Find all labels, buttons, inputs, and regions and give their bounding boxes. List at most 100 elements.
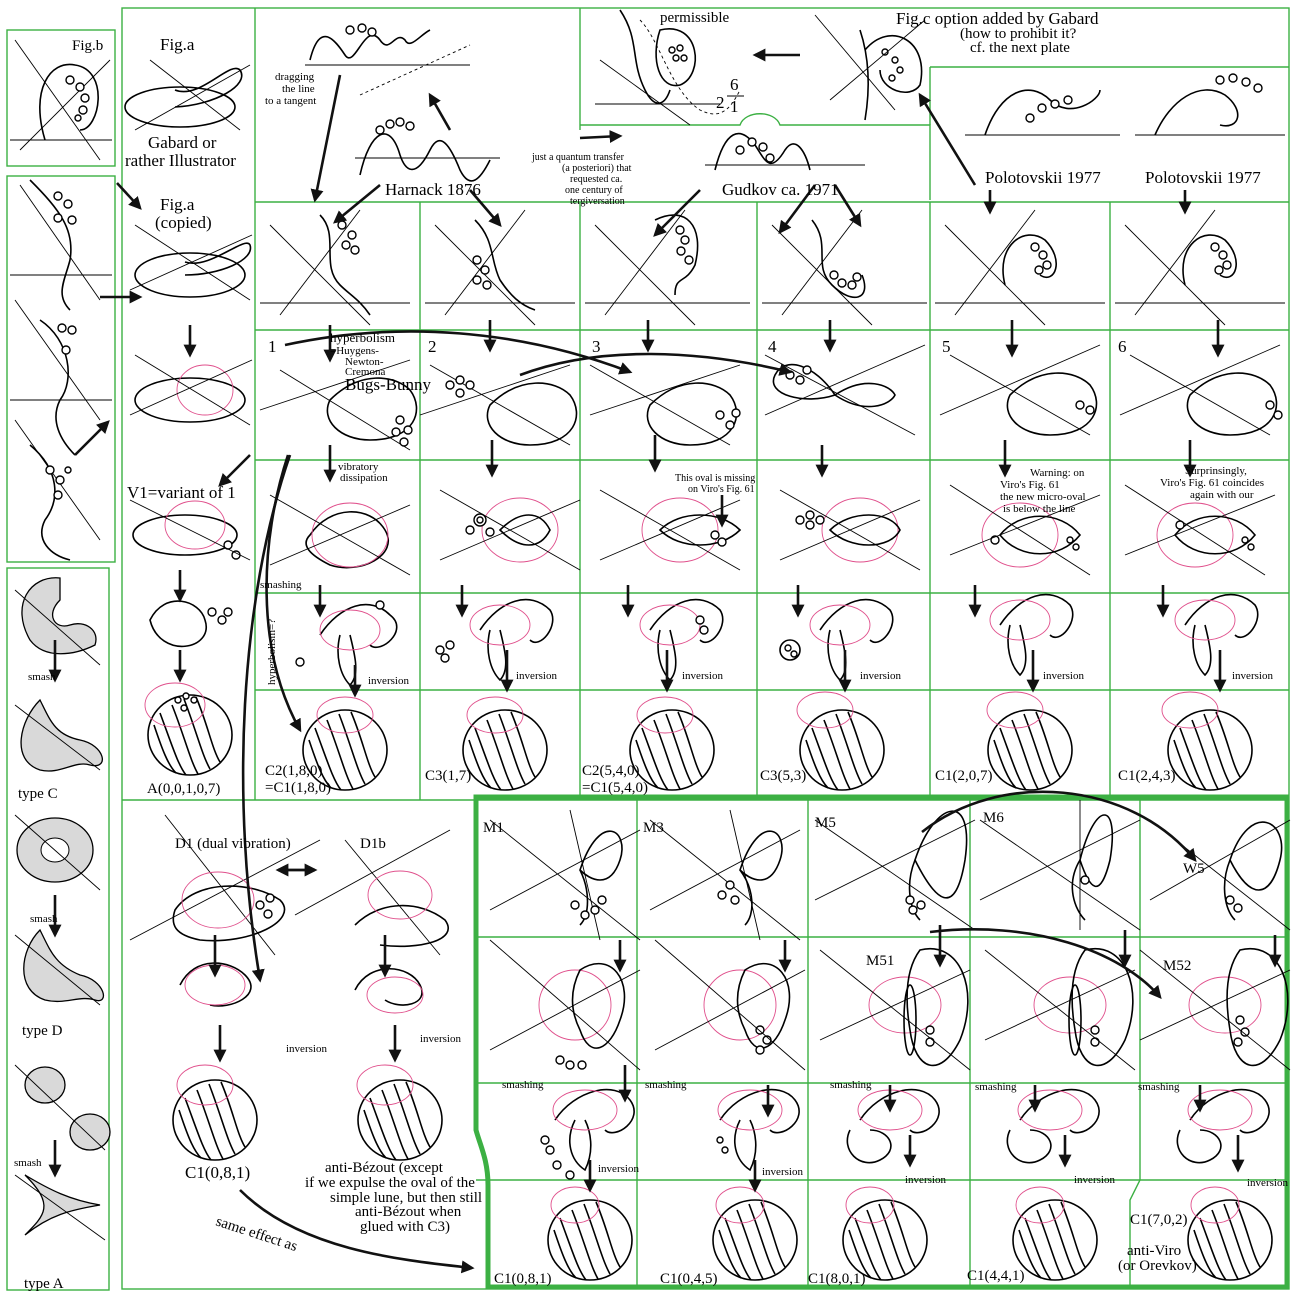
- label-c2b-2: =C1(5,4,0): [582, 780, 648, 796]
- label-hyperbolism-q: hyperbolism=?: [266, 619, 278, 685]
- label-quantum-4: one century of: [565, 185, 623, 196]
- label-smashing-m1: smashing: [502, 1079, 544, 1091]
- label-smash-2: smash: [30, 913, 58, 925]
- label-quantum-1: just a quantum transfer: [531, 152, 625, 163]
- label-num-4: 4: [768, 337, 777, 356]
- label-smashing-m5: smashing: [1138, 1081, 1180, 1093]
- label-same-effect: same effect as: [214, 1214, 300, 1255]
- label-c2a-2: =C1(1,8,0): [265, 780, 331, 796]
- label-frac-den: 1: [730, 97, 739, 116]
- label-dragging-1: dragging: [275, 71, 315, 83]
- label-inversion-m2: inversion: [762, 1166, 803, 1178]
- label-num-5: 5: [942, 337, 951, 356]
- label-antibezout-4: anti-Bézout when: [355, 1204, 462, 1220]
- label-gudkov: Gudkov ca. 1971: [722, 180, 839, 199]
- label-smashing-m2: smashing: [645, 1079, 687, 1091]
- row-4: [270, 485, 1275, 575]
- label-missing-2: on Viro's Fig. 61: [688, 484, 755, 495]
- label-inversion-m3: inversion: [905, 1174, 946, 1186]
- label-harnack: Harnack 1876: [385, 180, 481, 199]
- fig-b: [10, 40, 112, 160]
- label-hyperbolism-1: hyperbolism: [330, 330, 395, 345]
- label-m51: M51: [866, 953, 894, 969]
- label-antiviro-2: (or Orevkov): [1118, 1258, 1197, 1274]
- label-fig-a: Fig.a: [160, 35, 195, 54]
- label-surprisingly-3: again with our: [1190, 489, 1254, 501]
- label-polotovskii-1: Polotovskii 1977: [985, 168, 1101, 187]
- label-m1: M1: [483, 820, 504, 836]
- label-dragging-2: the line: [282, 83, 315, 95]
- label-missing-1: This oval is missing: [675, 473, 755, 484]
- label-inversion-m4: inversion: [1074, 1174, 1115, 1186]
- label-antibezout-5: glued with C3): [360, 1219, 450, 1235]
- row-3: [260, 345, 1282, 450]
- label-type-c: type C: [18, 786, 58, 802]
- label-m-c1-081: C1(0,8,1): [494, 1271, 552, 1287]
- top-panels: [305, 10, 1285, 181]
- label-v1: V1=variant of 1: [127, 483, 236, 502]
- label-inversion-2: inversion: [516, 670, 557, 682]
- label-warning-1: Warning: on: [1030, 467, 1085, 479]
- label-smash-3: smash: [14, 1157, 42, 1169]
- label-figc-3: cf. the next plate: [970, 40, 1070, 56]
- label-inversion-6: inversion: [1232, 670, 1273, 682]
- label-permissible: permissible: [660, 10, 729, 26]
- label-c3a: C3(1,7): [425, 768, 471, 784]
- label-m52: M52: [1163, 958, 1191, 974]
- m-area: [490, 800, 1290, 1280]
- label-fig-a-copied-2: (copied): [155, 213, 212, 232]
- label-bugs-bunny: Bugs-Bunny: [345, 375, 431, 394]
- label-m-c1-441: C1(4,4,1): [967, 1268, 1025, 1284]
- label-quantum-3: requested ca.: [570, 174, 622, 185]
- label-a: A(0,0,1,0,7): [147, 781, 220, 797]
- label-inversion-m5: inversion: [1247, 1177, 1288, 1189]
- label-m-c1-702: C1(7,0,2): [1130, 1212, 1188, 1228]
- label-frac-num: 6: [730, 75, 739, 94]
- label-c2a-1: C2(1,8,0): [265, 763, 323, 779]
- label-smashing-1: smashing: [260, 579, 302, 591]
- row-2: [260, 210, 1285, 325]
- label-d1-c1: C1(0,8,1): [185, 1163, 250, 1182]
- label-d1: D1 (dual vibration): [175, 836, 291, 852]
- label-m6: M6: [983, 810, 1004, 826]
- label-warning-3: the new micro-oval: [1000, 491, 1086, 503]
- label-antibezout-2: if we expulse the oval of the: [305, 1175, 475, 1191]
- label-smashing-m3: smashing: [830, 1079, 872, 1091]
- label-antibezout-1: anti-Bézout (except: [325, 1160, 444, 1176]
- label-inversion-4: inversion: [860, 670, 901, 682]
- label-type-a: type A: [24, 1276, 64, 1292]
- label-dragging-3: to a tangent: [265, 95, 316, 107]
- label-d1b: D1b: [360, 836, 386, 852]
- label-surprisingly-2: Viro's Fig. 61 coincides: [1160, 477, 1264, 489]
- label-m5: M5: [815, 815, 836, 831]
- label-fig-b: Fig.b: [72, 38, 103, 54]
- label-vibratory-2: dissipation: [340, 472, 388, 484]
- label-smashing-m4: smashing: [975, 1081, 1017, 1093]
- label-inversion-d1b: inversion: [420, 1033, 461, 1045]
- label-m-c1-801: C1(8,0,1): [808, 1271, 866, 1287]
- label-w5: W5: [1183, 861, 1205, 877]
- label-warning-4: is below the line: [1003, 503, 1076, 515]
- label-m3: M3: [643, 820, 664, 836]
- label-inversion-3: inversion: [682, 670, 723, 682]
- label-smash-1: smash: [28, 671, 56, 683]
- label-gabard-2: rather Illustrator: [125, 151, 236, 170]
- label-num-3: 3: [592, 337, 601, 356]
- left-triple: [10, 180, 112, 560]
- label-surprisingly-1: Surprinsingly,: [1185, 465, 1247, 477]
- label-quantum-5: tergiversation: [570, 196, 625, 207]
- label-num-6: 6: [1118, 337, 1127, 356]
- label-m-c1-045: C1(0,4,5): [660, 1271, 718, 1287]
- row-5: [296, 595, 1258, 685]
- label-num-1: 1: [268, 337, 277, 356]
- label-quantum-2: (a posteriori) that: [562, 163, 632, 174]
- label-c2b-1: C2(5,4,0): [582, 763, 640, 779]
- label-inversion-d1: inversion: [286, 1043, 327, 1055]
- label-num-2: 2: [428, 337, 437, 356]
- label-fig-a-copied-1: Fig.a: [160, 195, 195, 214]
- label-warning-2: Viro's Fig. 61: [1000, 479, 1060, 491]
- label-inversion-5: inversion: [1043, 670, 1084, 682]
- label-type-d: type D: [22, 1023, 63, 1039]
